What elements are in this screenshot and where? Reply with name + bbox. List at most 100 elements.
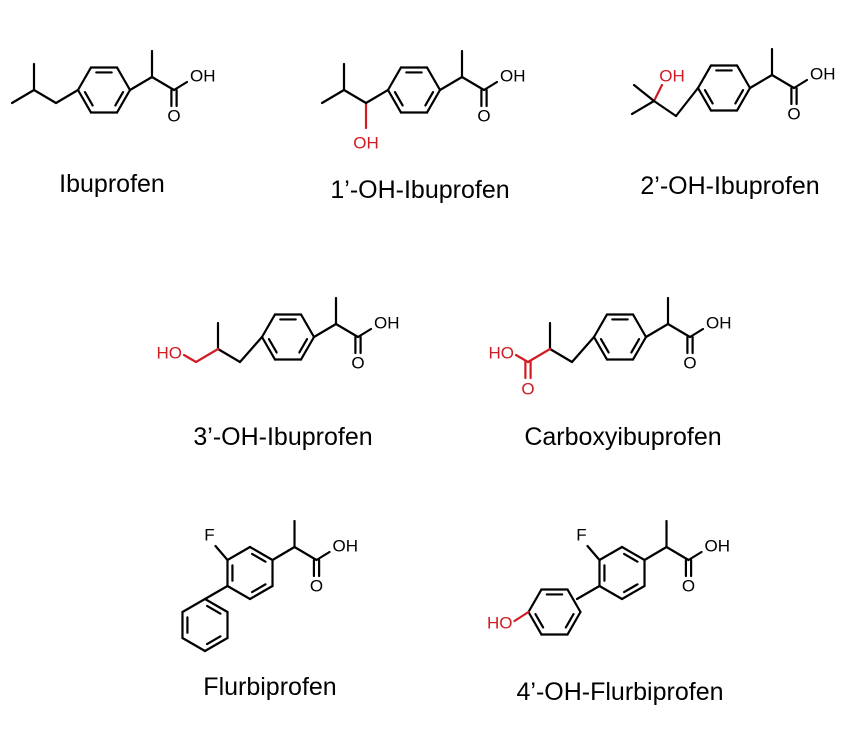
ring-bond xyxy=(620,584,646,601)
ring-inner-bond xyxy=(251,552,267,563)
carbonyl-oxygen-label: O xyxy=(787,104,800,123)
compound-name-1oh-ibuprofen: 1’-OH-Ibuprofen xyxy=(330,176,510,204)
hydroxyl-label: OH xyxy=(810,64,836,83)
hydroxyl-label: HO xyxy=(487,613,513,632)
bond-line xyxy=(216,347,242,364)
bond-line xyxy=(150,75,176,92)
bond-line xyxy=(570,335,596,364)
ring-inner-bond xyxy=(564,613,575,629)
bond-line xyxy=(438,75,464,92)
bond-line xyxy=(238,335,264,364)
hydroxyl-bond xyxy=(513,610,530,623)
bond-line xyxy=(688,327,705,339)
carbonyl-oxygen-label: O xyxy=(682,576,695,595)
ring-bond xyxy=(181,597,207,614)
ring-inner-bond xyxy=(298,338,309,354)
bond-line xyxy=(364,88,390,105)
ring-inner-bond xyxy=(205,635,222,646)
bond-line xyxy=(10,88,36,105)
ring-bond xyxy=(598,545,624,562)
ring-bond xyxy=(260,335,277,361)
bond-line xyxy=(334,322,360,339)
bond-line xyxy=(315,550,331,562)
ring-bond xyxy=(115,88,132,114)
ring-bond xyxy=(76,88,93,114)
molecule-4oh-flurbiprofen: OH O F HO xyxy=(487,519,731,636)
ring-bond xyxy=(566,588,582,614)
bond-line xyxy=(632,83,656,103)
bond-line xyxy=(54,88,80,105)
compound-name-carboxyibuprofen: Carboxyibuprofen xyxy=(524,423,722,451)
ring-bond xyxy=(631,313,648,339)
hydroxyl-label: OH xyxy=(353,133,379,152)
bond-line xyxy=(342,88,368,105)
fluorine-label: F xyxy=(204,525,214,544)
bond-line xyxy=(214,544,229,562)
ring-bond xyxy=(226,545,252,562)
bond-line xyxy=(792,78,809,90)
ring-bond xyxy=(598,584,624,601)
compound-name-2oh-ibuprofen: 2’-OH-Ibuprofen xyxy=(640,172,820,200)
bond-line xyxy=(575,584,601,601)
bond-line xyxy=(674,86,700,118)
ring-bond xyxy=(735,64,752,90)
ring-bond xyxy=(527,588,543,614)
ring-bond xyxy=(566,610,582,636)
carbonyl-oxygen-label: O xyxy=(683,353,696,372)
ring-bond xyxy=(425,88,442,114)
ring-bond xyxy=(386,66,403,92)
bond-line xyxy=(356,327,373,339)
hydroxyl-label: OH xyxy=(705,536,731,555)
carboxyl-bond xyxy=(514,353,530,364)
hydroxyl-label: OH xyxy=(374,313,400,332)
hydroxyl-bond xyxy=(182,353,198,364)
bond-line xyxy=(548,347,574,364)
ring-bond xyxy=(260,313,277,339)
carboxyl-bond xyxy=(526,347,552,364)
fluorine-label: F xyxy=(576,525,586,544)
carbonyl-oxygen-label: O xyxy=(310,576,323,595)
compound-name-4oh-flurbiprofen: 4’-OH-Flurbiprofen xyxy=(516,678,724,706)
ring-bond xyxy=(592,313,609,339)
bond-line xyxy=(770,73,796,90)
bond-line xyxy=(643,545,668,562)
ring-inner-bond xyxy=(205,604,222,615)
bond-line xyxy=(586,544,601,562)
bond-line xyxy=(203,584,229,601)
ring-bond xyxy=(592,335,609,361)
ring-inner-bond xyxy=(83,91,94,107)
ring-bond xyxy=(299,313,316,339)
hydroxyl-label: OH xyxy=(500,66,526,85)
hydroxyl-bond xyxy=(194,347,220,364)
ring-inner-bond xyxy=(251,583,267,594)
bond-line xyxy=(652,99,678,118)
ring-inner-bond xyxy=(114,91,125,107)
bond-line xyxy=(312,322,338,339)
hydroxyl-bond xyxy=(652,83,664,103)
bond-line xyxy=(271,545,296,562)
hydroxyl-label: HO xyxy=(157,343,183,362)
bond-line xyxy=(128,75,154,92)
ring-bond xyxy=(248,584,274,601)
ring-inner-bond xyxy=(734,89,745,105)
bond-line xyxy=(293,545,318,562)
ring-inner-bond xyxy=(599,338,610,354)
ring-bond xyxy=(425,66,442,92)
compound-name-flurbiprofen: Flurbiprofen xyxy=(203,673,337,701)
compound-name-3oh-ibuprofen: 3’-OH-Ibuprofen xyxy=(193,423,373,451)
bond-line xyxy=(172,80,189,92)
bond-line xyxy=(482,80,499,92)
ring-bond xyxy=(226,584,252,601)
ring-inner-bond xyxy=(630,338,641,354)
hydroxyl-label: OH xyxy=(190,66,216,85)
bond-line xyxy=(665,545,690,562)
bond-line xyxy=(666,322,692,339)
bond-line xyxy=(687,550,703,562)
ring-bond xyxy=(696,64,713,90)
ring-bond xyxy=(620,545,646,562)
ring-bond xyxy=(181,636,207,653)
hydroxyl-label: OH xyxy=(706,313,732,332)
